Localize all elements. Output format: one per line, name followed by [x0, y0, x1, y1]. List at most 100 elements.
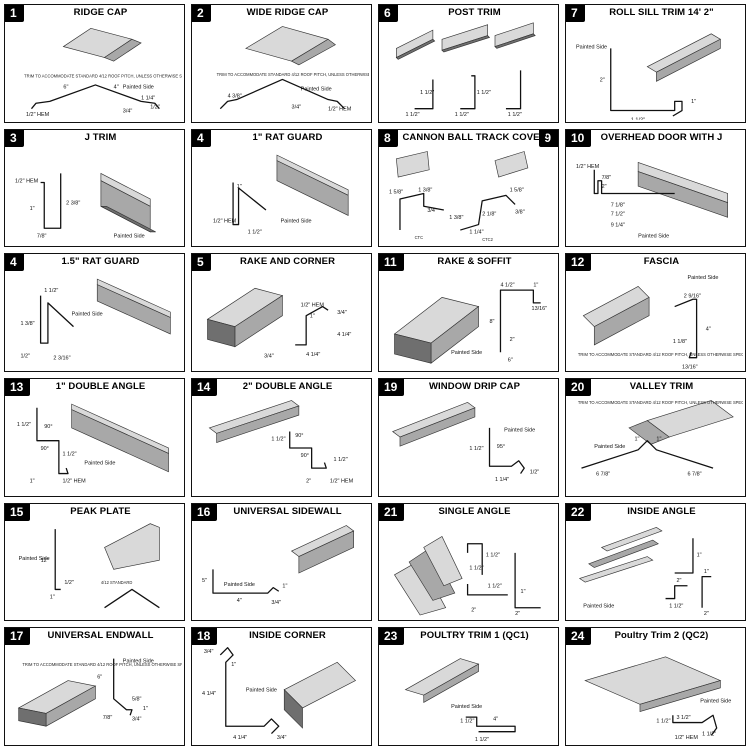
dimension-label: 1 1/2" — [631, 117, 645, 119]
trim-title: RAKE AND CORNER — [239, 256, 336, 268]
trim-profile-drawing: 1"1 1/2"2"1"2"Painted Side — [578, 526, 712, 617]
trim-title: WIDE RIDGE CAP — [246, 7, 329, 18]
trim-title: CANNON BALL TRACK COVER — [402, 131, 547, 143]
dimension-label: 4 1/4" — [337, 332, 351, 338]
painted-side-label: Painted Side — [281, 218, 312, 224]
dimension-label: 1" — [237, 184, 242, 190]
dimension-label: 1 1/2" — [469, 446, 483, 452]
dimension-label: 2 9/16" — [684, 294, 701, 300]
trim-diagram: 1 5/8"1 3/8"1 3/8"3/4"2 1/8"1 5/8"3/8"1 … — [381, 146, 556, 245]
dimension-label: 1" — [30, 206, 35, 212]
dimension-label: 1 1/4" — [495, 477, 509, 483]
dimension-label: 1 3/8" — [21, 321, 35, 327]
trim-diagram: TRIM TO ACCOMMODATE STANDARD 4/12 ROOF P… — [194, 21, 369, 120]
panel-number-badge: 2 — [192, 5, 211, 22]
dimension-label: 3/4" — [264, 354, 274, 360]
dimension-label: 13/16" — [682, 365, 698, 369]
painted-side-label: Painted Side — [583, 603, 614, 609]
dimension-label: 1" — [697, 552, 702, 558]
panel-number-badge: 19 — [379, 378, 405, 396]
dimension-label: 7 1/2" — [611, 211, 625, 217]
dimension-label: 2" — [306, 479, 311, 485]
dimension-label: 1/2" HEM — [63, 479, 87, 485]
dimension-label: 4 1/4" — [306, 352, 320, 358]
dimension-label: 1/2" HEM — [301, 303, 325, 309]
dimension-label: 1 1/2" — [17, 422, 31, 428]
trim-diagram: TRIM TO ACCOMMODATE STANDARD 4/12 ROOF P… — [7, 21, 182, 120]
painted-side-label: Painted Side — [700, 699, 731, 705]
dimension-label: 4" — [114, 85, 119, 91]
dimension-label: 1 1/2" — [420, 90, 434, 96]
panel-number-badge: 23 — [379, 628, 405, 646]
dimension-label: 1" — [30, 479, 35, 485]
dimension-label: 1 3/8" — [449, 215, 463, 221]
trim-title: Poultry Trim 2 (QC2) — [614, 630, 709, 642]
dimension-label: 1 1/2" — [334, 457, 348, 463]
dimension-label: 1" — [704, 569, 709, 575]
dimension-label: 1" — [656, 437, 661, 443]
trim-title: UNIVERSAL ENDWALL — [47, 630, 154, 642]
dimension-label: 8" — [490, 319, 495, 325]
dimension-label: 7 1/8" — [611, 202, 625, 208]
dimension-label: 2" — [602, 184, 607, 190]
dimension-label: 1 1/2" — [486, 552, 500, 558]
painted-side-label: Painted Side — [123, 85, 154, 91]
panel-number-badge: 4 — [192, 129, 211, 147]
dimension-label: 3/4" — [337, 310, 347, 316]
panel-number-badge: 4 — [5, 254, 24, 272]
trim-title: 1" RAT GUARD — [252, 131, 323, 143]
dimension-label: 3 1/2" — [677, 715, 691, 721]
dimension-label: 2" — [704, 611, 709, 617]
dimension-label: 1 1/2" — [460, 719, 474, 725]
dimension-label: 95° — [497, 444, 505, 450]
dimension-label: 3/4" — [427, 207, 437, 213]
dimension-label: 4 1/4" — [233, 735, 247, 741]
dimension-label: 6" — [97, 675, 102, 681]
trim-profile-drawing: 1 5/8"1 3/8"1 3/8"3/4"2 1/8"1 5/8"3/8"1 … — [389, 150, 529, 242]
trim-profile-drawing: 1 1/2"1 1/2"1 1/2"1 1/2"1 1/2" — [395, 22, 536, 118]
dimension-label: 1/2" HEM — [328, 107, 352, 113]
trim-title: INSIDE CORNER — [249, 630, 326, 642]
dimension-label: 13/16" — [532, 307, 548, 313]
dimension-label: 1/2" HEM — [15, 178, 39, 184]
dimension-label: 1 1/2" — [271, 437, 285, 443]
panel-number-badge: 18 — [192, 628, 218, 646]
dimension-label: 1 1/2" — [669, 603, 683, 609]
trim-note: TRIM TO ACCOMMODATE STANDARD 4/12 ROOF P… — [24, 74, 182, 79]
dimension-label: 2" — [471, 607, 476, 613]
trim-title: 1" DOUBLE ANGLE — [55, 380, 146, 392]
trim-profile-drawing: TRIM TO ACCOMMODATE STANDARD 4/12 ROOF P… — [578, 400, 743, 477]
dimension-label: 12" — [41, 558, 49, 564]
trim-diagram: 1 1/2"95°1 1/4"1/2"Painted Side — [381, 395, 556, 494]
panel-number-badge: 3 — [5, 129, 24, 147]
dimension-label: 3/8" — [515, 209, 525, 215]
dimension-label: 1 1/2" — [508, 112, 522, 118]
dimension-label: 1" — [143, 706, 148, 712]
dimension-label: 1" — [533, 283, 538, 289]
trim-profile-drawing: TRIM TO ACCOMMODATE STANDARD 4/12 ROOF P… — [217, 26, 369, 113]
panel-number-badge: 17 — [5, 628, 31, 646]
dimension-label: 1 1/2" — [488, 583, 502, 589]
panel-number-badge: 1 — [5, 5, 24, 22]
panel-number-badge: 12 — [566, 254, 592, 272]
painted-side-label: Painted Side — [301, 86, 332, 92]
dimension-label: 3/4" — [132, 717, 142, 723]
